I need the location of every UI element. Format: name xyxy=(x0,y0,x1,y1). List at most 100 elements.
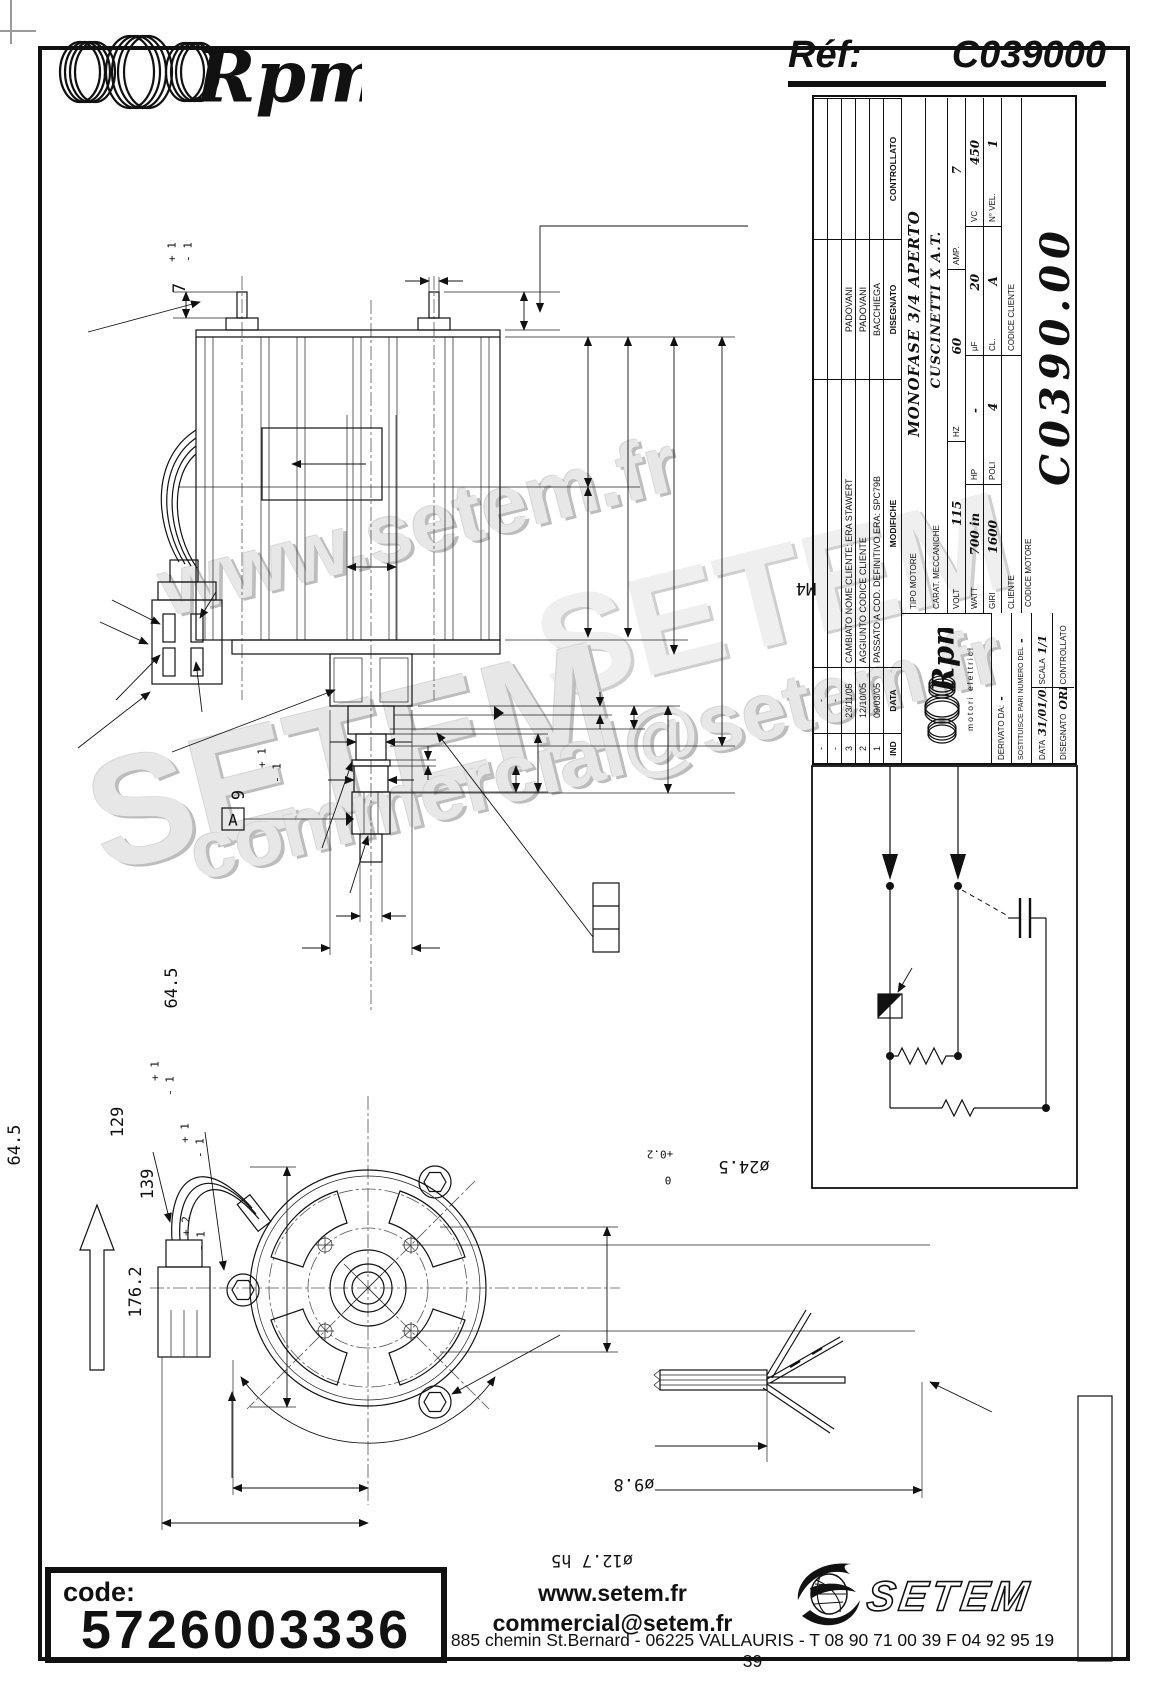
carat-meccaniche-value: CUSCINETTI X A.T. xyxy=(929,230,944,389)
nvel-value: 1 xyxy=(985,139,1000,148)
rev-cell xyxy=(828,379,842,667)
revision-table: - - - - 3 23/11/05 CAMBIATO NOME CLIENTE… xyxy=(814,98,902,763)
dim-64-5-a: 64.5 xyxy=(162,968,182,1009)
rpm-logo-small: Rpm xyxy=(923,629,961,745)
dim-139-tol-plus: + 1 xyxy=(179,1123,192,1143)
sostituisce-label: SOSTITUISCE PARI NUMERO DEL xyxy=(1018,646,1025,760)
disegnato-value: ORLANDI xyxy=(1057,688,1070,710)
rev-header-controllato: CONTROLLATO xyxy=(884,98,902,239)
footer-contact: www.setem.fr commercial@setem.fr xyxy=(440,1578,785,1638)
giri-label: GIRI xyxy=(988,592,997,609)
vc-value: 450 xyxy=(967,139,982,165)
rpm-logo-script: Rpm xyxy=(194,34,362,119)
dim-7-tol-plus: + 1 xyxy=(166,242,179,262)
dim-139-tol-minus: - 1 xyxy=(194,1138,207,1158)
rev-cell: 3 xyxy=(842,733,856,763)
rev-header-ind: IND xyxy=(884,733,902,763)
watt-value: 700 in xyxy=(967,512,982,556)
rev-cell: - xyxy=(828,667,842,733)
rev-cell xyxy=(814,98,828,239)
rev-cell: PASSATO A COD. DEFINITIVO ERA: SPC79B xyxy=(870,379,884,667)
giri-value: 1600 xyxy=(985,520,1000,554)
codice-motore-cell: CODICE MOTORE C0390.00 xyxy=(1022,98,1079,613)
scala-value: 1/1 xyxy=(1035,634,1049,655)
dim-64-5-b: 64.5 xyxy=(5,1125,25,1166)
wiring-schema: SCHEMA CONNESSIONI LINEA BLEU PROTETTORE… xyxy=(811,765,1078,1189)
rpm-logo-coils xyxy=(58,34,221,110)
dim-7: 7 xyxy=(170,283,190,293)
dim-129: 129 xyxy=(108,1107,128,1138)
dim-129-tol-plus: + 1 xyxy=(149,1061,162,1081)
rev-cell xyxy=(842,98,856,239)
scan-edge-vertical xyxy=(10,0,12,44)
volt-value: 115 xyxy=(949,500,964,526)
footer-email: commercial@setem.fr xyxy=(492,1610,733,1636)
title-block-logo: Rpm motori elettrici xyxy=(902,613,992,763)
footer-site: www.setem.fr xyxy=(538,1580,687,1606)
rev-cell: - xyxy=(814,733,828,763)
dim-9-8: ø9.8 xyxy=(614,1474,655,1494)
cl-label: CL. xyxy=(988,338,997,351)
rev-cell xyxy=(828,98,842,239)
rev-cell xyxy=(856,98,870,239)
volt-label: VOLT xyxy=(952,588,961,609)
code-label: code: xyxy=(63,1577,136,1607)
derivato-value: - xyxy=(995,696,1008,701)
rev-cell xyxy=(814,239,828,379)
sostituisce-value: - xyxy=(1015,638,1028,643)
left-callouts: SPORGENZA TIRANTE PER FISSAGGIO SUPP.CON… xyxy=(77,300,336,753)
dim-9: 9 xyxy=(229,790,249,800)
sheet-frame xyxy=(38,46,1130,1661)
title-block: - - - - 3 23/11/05 CAMBIATO NOME CLIENTE… xyxy=(812,95,1079,765)
rpm-logo-subtitle: motori elettrici xyxy=(964,646,975,731)
datum-a: A xyxy=(228,811,238,830)
rev-header-modifiche: MODIFICHE xyxy=(884,379,902,667)
code-box: code: 5726003336 xyxy=(45,1567,447,1663)
cable-detail: NERO G.VERDE MARRONE BLEU GUAINA UL PVC … xyxy=(653,1309,1113,1662)
dim-176-2-tol-plus: + 2 xyxy=(180,1216,193,1236)
data-label: DATA xyxy=(1037,739,1047,760)
dim-24-5-tol-plus: +0.2 xyxy=(647,1148,674,1161)
rev-cell: - xyxy=(828,733,842,763)
motor-data: TIPO MOTORE MONOFASE 3/4 APERTO CARAT. M… xyxy=(902,98,1079,613)
dim-9-tol-minus: - 1 xyxy=(271,763,284,783)
rev-cell: 2 xyxy=(856,733,870,763)
codice-cliente-label: CODICE CLIENTE xyxy=(1007,283,1016,351)
hp-label: HP xyxy=(970,468,979,480)
tipo-motore-label: TIPO MOTORE xyxy=(909,553,918,609)
setem-wordmark: SETEM xyxy=(864,1573,1035,1620)
poli-label: POLI xyxy=(988,461,997,480)
dim-176-2-tol-minus: - 1 xyxy=(195,1231,208,1251)
amp-value: 7 xyxy=(949,166,964,175)
data-value: 31/01/01 xyxy=(1035,687,1049,736)
dim-129-tol-minus: - 1 xyxy=(164,1076,177,1096)
rev-cell: PADOVANI xyxy=(842,239,856,379)
disegnato-label: DISEGNATO xyxy=(1059,713,1068,760)
cl-value: A xyxy=(985,276,1000,286)
rev-cell xyxy=(828,239,842,379)
dim-176-2: 176.2 xyxy=(126,1266,146,1317)
rev-cell: 1 xyxy=(870,733,884,763)
rev-cell: CAMBIATO NOME CLIENTE: ERA STAWERT xyxy=(842,379,856,667)
rev-cell: - xyxy=(814,667,828,733)
dim-12-7: ø12.7 h5 xyxy=(551,1550,633,1570)
rev-header-disegnato: DISEGNATO xyxy=(884,239,902,379)
rev-cell: 09/03/05 xyxy=(870,667,884,733)
dim-139: 139 xyxy=(138,1169,158,1200)
hz-label: HZ xyxy=(952,426,961,437)
watt-label: WATT xyxy=(970,587,979,609)
tipo-motore-value: MONOFASE 3/4 APERTO xyxy=(904,210,923,437)
reference-header: Réf: C039000 xyxy=(788,34,1106,87)
hp-value: - xyxy=(967,407,982,413)
poli-value: 4 xyxy=(985,402,1000,412)
codice-motore-value: C0390.00 xyxy=(1032,225,1079,486)
rotation-arrow xyxy=(79,1203,115,1371)
dim-7-tol-minus: - 1 xyxy=(182,242,195,262)
rev-cell xyxy=(870,98,884,239)
uf-value: 20 xyxy=(967,273,982,291)
front-view-dimensions: ø95 "A" 45° 45° 52.7 78 ø48 M4 N°4 fori … xyxy=(161,1166,618,1530)
